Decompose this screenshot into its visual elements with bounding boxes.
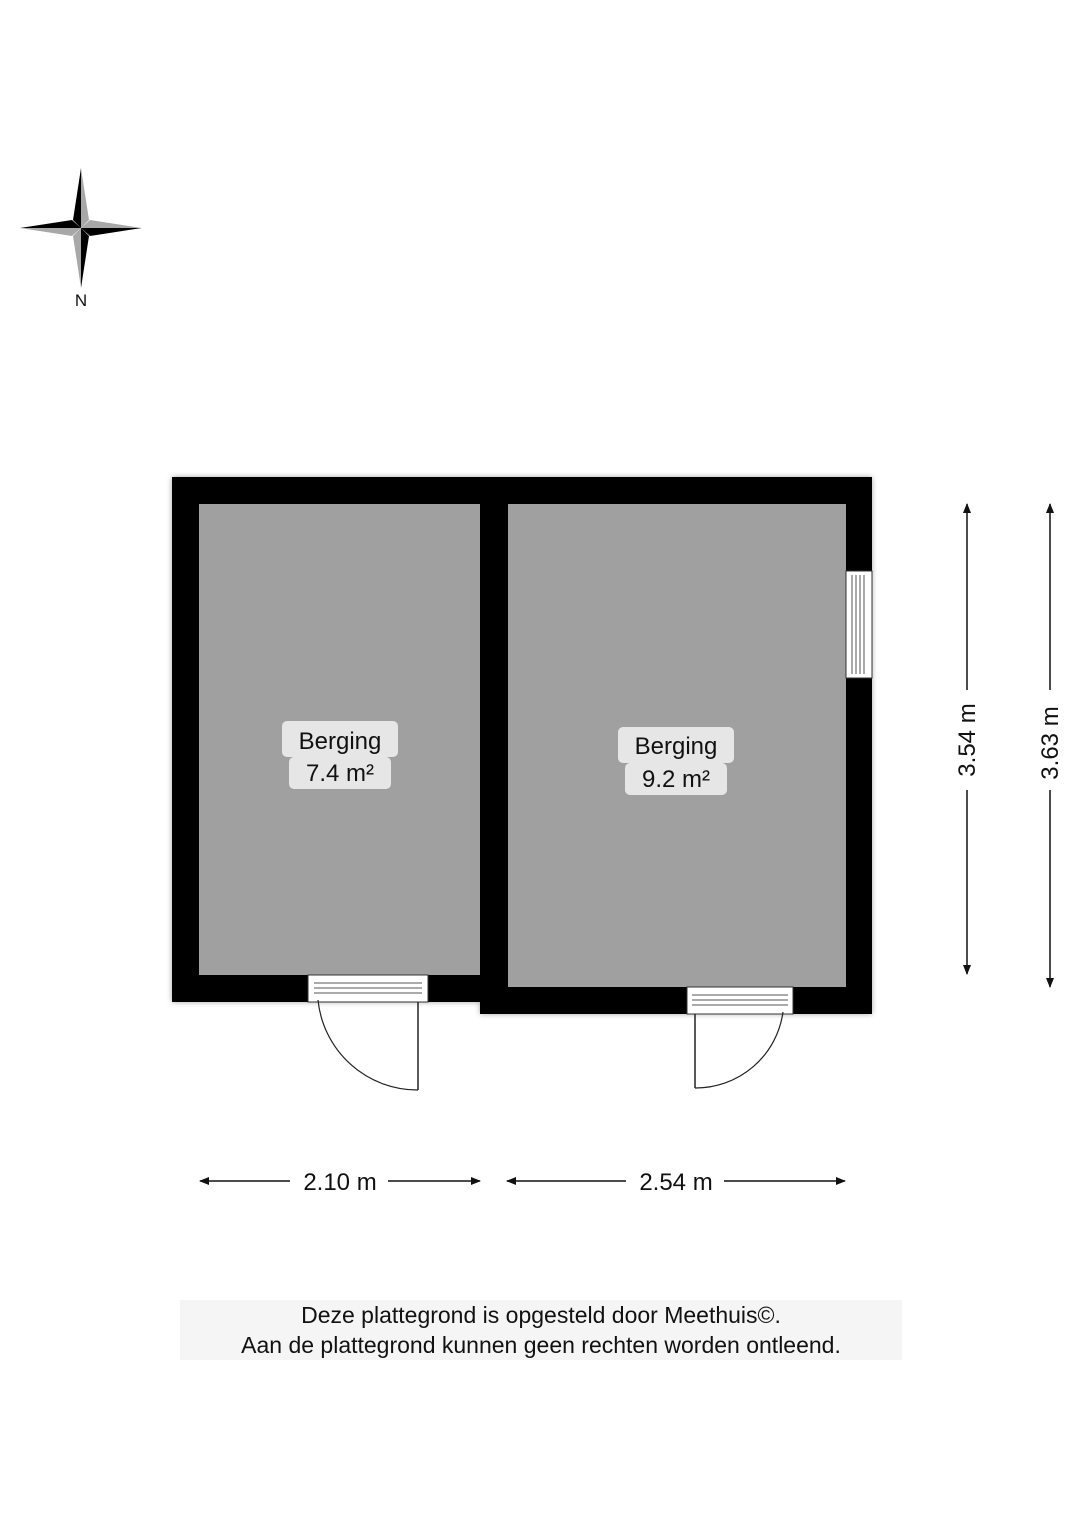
dimension-height-outer: 3.63 m [1037,503,1064,988]
compass-icon: N [20,168,142,310]
left-door [307,974,429,1091]
right-room-label: Berging 9.2 m² [618,727,734,795]
left-room-label: Berging 7.4 m² [282,721,398,789]
right-room-name: Berging [635,733,718,760]
dimension-height-inner: 3.54 m [954,503,981,975]
dimension-width-right: 2.54 m [506,1169,846,1196]
left-room-area: 7.4 m² [306,760,374,787]
compass-north-label: N [75,291,87,310]
disclaimer-line-2: Aan de plattegrond kunnen geen rechten w… [241,1332,841,1358]
height-inner-label: 3.54 m [954,703,981,776]
width-left-label: 2.10 m [303,1169,376,1196]
right-door [686,986,794,1089]
left-room-name: Berging [299,728,382,755]
width-right-label: 2.54 m [639,1169,712,1196]
height-outer-label: 3.63 m [1037,706,1064,779]
window [845,570,873,679]
disclaimer-line-1: Deze plattegrond is opgesteld door Meeth… [301,1302,781,1328]
disclaimer: Deze plattegrond is opgesteld door Meeth… [180,1300,902,1360]
dimension-width-left: 2.10 m [199,1169,481,1196]
right-room-area: 9.2 m² [642,766,710,793]
